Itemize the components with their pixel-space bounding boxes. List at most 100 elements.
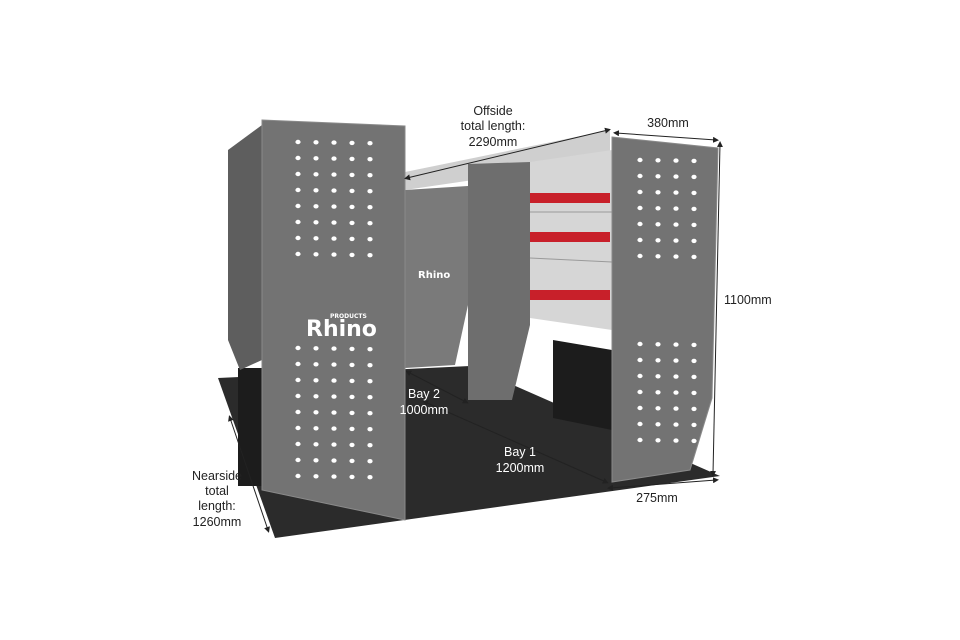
bay1-line: [422, 400, 609, 484]
perforations-right-panel: [637, 157, 697, 444]
perforation-hole: [691, 422, 697, 428]
perforation-hole: [637, 253, 643, 259]
perforation-hole: [367, 205, 373, 210]
perforation-hole: [331, 140, 337, 145]
depth-bottom-label: 275mm: [636, 491, 678, 505]
perforation-hole: [295, 235, 301, 241]
perforation-hole: [349, 426, 355, 432]
perforation-hole: [295, 155, 301, 161]
perforation-hole: [331, 188, 337, 193]
perforation-hole: [331, 172, 337, 177]
perforation-hole: [349, 442, 355, 448]
perforation-hole: [349, 236, 355, 242]
perforation-hole: [331, 378, 337, 383]
perforation-hole: [673, 238, 679, 243]
bay1-label-1: Bay 1: [504, 445, 536, 459]
perforation-hole: [313, 156, 319, 161]
perforation-hole: [313, 252, 319, 257]
perforation-hole: [313, 458, 319, 463]
perforation-hole: [367, 411, 373, 416]
perforation-hole: [313, 188, 319, 193]
perforation-hole: [637, 237, 643, 243]
perforation-hole: [349, 140, 355, 146]
depth-top-line: [613, 130, 719, 143]
perforation-hole: [691, 406, 697, 412]
bay2-label-1: Bay 2: [408, 387, 440, 401]
perforation-hole: [637, 373, 643, 379]
perforation-hole: [673, 158, 679, 163]
perforation-hole: [637, 405, 643, 411]
perforation-hole: [331, 220, 337, 225]
perforation-hole: [673, 406, 679, 411]
perforation-hole: [349, 204, 355, 210]
perforation-hole: [655, 238, 661, 243]
perforation-hole: [691, 158, 697, 164]
perforation-hole: [655, 190, 661, 195]
nearside-label-2: total: [205, 484, 229, 498]
perforation-hole: [673, 174, 679, 179]
perforation-hole: [673, 190, 679, 195]
perforation-hole: [673, 422, 679, 427]
perforation-hole: [331, 458, 337, 463]
offside-length-line: [404, 127, 611, 181]
perforation-hole: [349, 252, 355, 258]
perforation-hole: [349, 172, 355, 178]
perforation-hole: [637, 157, 643, 163]
perforation-hole: [637, 173, 643, 179]
perforation-hole: [331, 204, 337, 209]
perforation-hole: [295, 203, 301, 209]
perforation-hole: [637, 389, 643, 395]
perforation-hole: [367, 459, 373, 464]
nearside-label-1: Nearside: [192, 469, 242, 483]
height-label: 1100mm: [724, 293, 772, 307]
perforation-hole: [691, 438, 697, 444]
perforations-left-panel: [295, 139, 373, 480]
perforation-hole: [367, 363, 373, 368]
middle-divider-panel: [468, 162, 530, 400]
perforation-hole: [637, 437, 643, 443]
rear-rhino-logo: Rhino: [418, 270, 450, 281]
perforation-hole: [313, 410, 319, 415]
perforation-hole: [655, 174, 661, 179]
perforation-hole: [655, 254, 661, 259]
perforation-hole: [367, 475, 373, 480]
rhino-logo: Rhino: [306, 317, 377, 342]
perforation-hole: [367, 173, 373, 178]
perforation-hole: [691, 390, 697, 396]
perforation-hole: [313, 362, 319, 367]
offside-label-1: Offside: [473, 104, 512, 118]
height-line: [710, 141, 723, 477]
perforation-hole: [673, 374, 679, 379]
perforation-hole: [295, 473, 301, 479]
perforation-hole: [313, 474, 319, 479]
perforation-hole: [295, 251, 301, 257]
perforation-hole: [367, 141, 373, 146]
perforation-hole: [367, 253, 373, 258]
perforation-hole: [655, 222, 661, 227]
perforation-hole: [655, 374, 661, 379]
perforation-hole: [673, 254, 679, 259]
perforation-hole: [691, 342, 697, 348]
perforation-hole: [349, 378, 355, 384]
depth-top-label: 380mm: [647, 116, 689, 130]
perforation-hole: [295, 409, 301, 415]
perforation-hole: [691, 222, 697, 228]
perforation-hole: [295, 425, 301, 431]
perforation-hole: [637, 221, 643, 227]
perforation-hole: [331, 410, 337, 415]
perforation-hole: [637, 421, 643, 427]
perforation-hole: [367, 443, 373, 448]
perforation-hole: [367, 221, 373, 226]
perforation-hole: [637, 357, 643, 363]
perforation-hole: [691, 358, 697, 364]
bay2-label-2: 1000mm: [400, 403, 449, 417]
perforation-hole: [313, 426, 319, 431]
perforation-hole: [349, 346, 355, 352]
perforation-hole: [331, 362, 337, 367]
perforation-hole: [331, 426, 337, 431]
drawer-handle-top: [530, 193, 610, 203]
drawer-handle-low: [530, 290, 610, 300]
perforation-hole: [349, 220, 355, 226]
perforation-hole: [673, 342, 679, 347]
